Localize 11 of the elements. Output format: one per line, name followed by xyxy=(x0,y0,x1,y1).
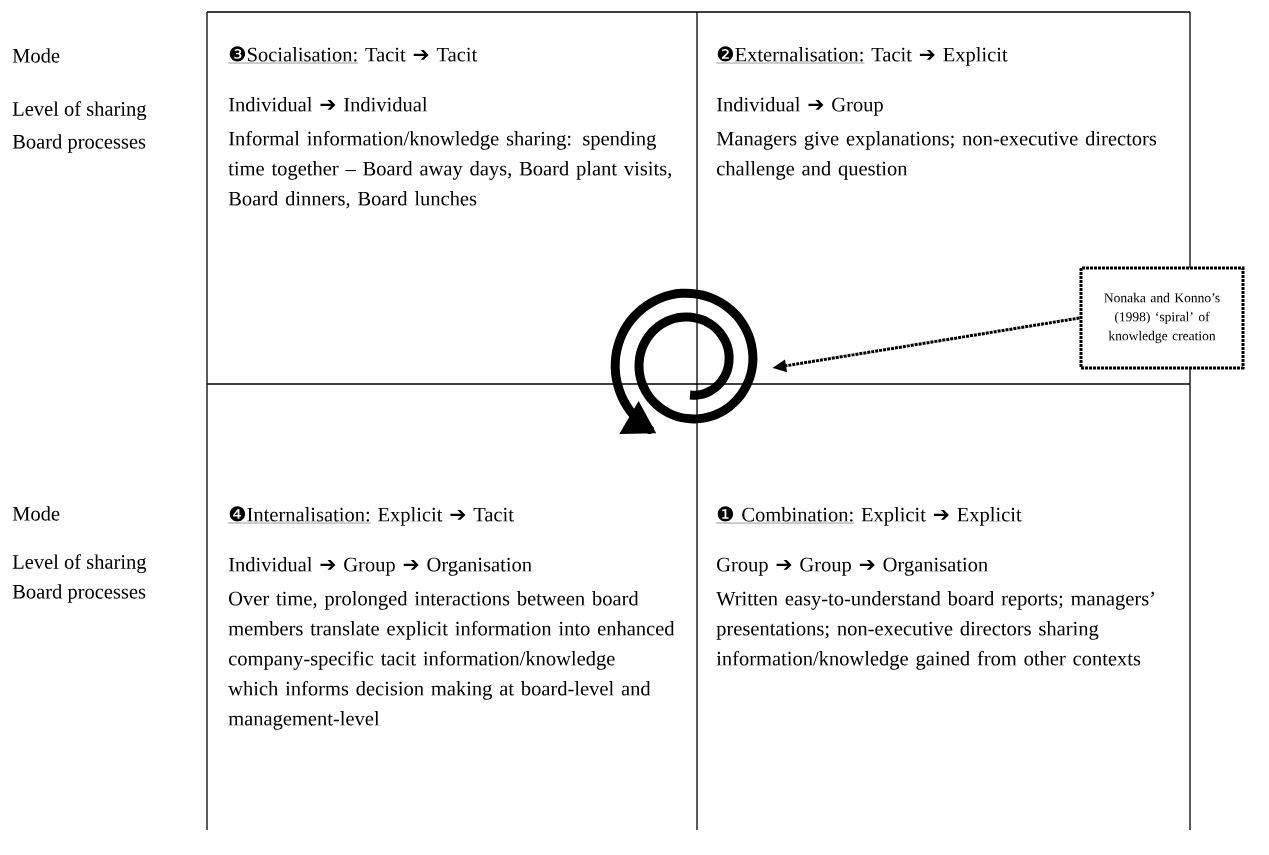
row-label: Board processes xyxy=(12,134,146,153)
quadrant-cell: ❷Externalisation: Tacit ➔ Explicit Individual ➔ Group Managers give explanations; non-executive directors challenge and question xyxy=(716,46,1157,180)
row-label: Level of sharing xyxy=(12,101,147,121)
row-label: Board processes xyxy=(12,584,146,603)
quadrant-cell: ❹Internalisation: Explicit ➔ Tacit Individual ➔ Group ➔ Organisation Over time, prolonged interactions between board members translate explicit information into enhanced company-specific tacit information/knowledge which informs decision making at board-level and management-level xyxy=(228,506,675,730)
callout-box: Nonaka and Konno’s (1998) ‘spiral’ of knowledge creation xyxy=(1079,266,1245,370)
quadrant-cell: ❸Socialisation: Tacit ➔ Tacit Individual ➔ Individual Informal information/knowledge sharing: spending time together – Board away days, Board plant visits, Board dinners, Board lunches xyxy=(228,46,671,209)
row-label: Mode xyxy=(12,48,60,63)
quadrant-cell: ❶ Combination: Explicit ➔ Explicit Group ➔ Group ➔ Organisation Written easy-to-understand board reports; managers’ presentations; non-executive directors sharing information/knowledge gained from other contexts xyxy=(716,506,1155,670)
row-label: Mode xyxy=(12,506,60,521)
row-label: Level of sharing xyxy=(12,554,147,574)
